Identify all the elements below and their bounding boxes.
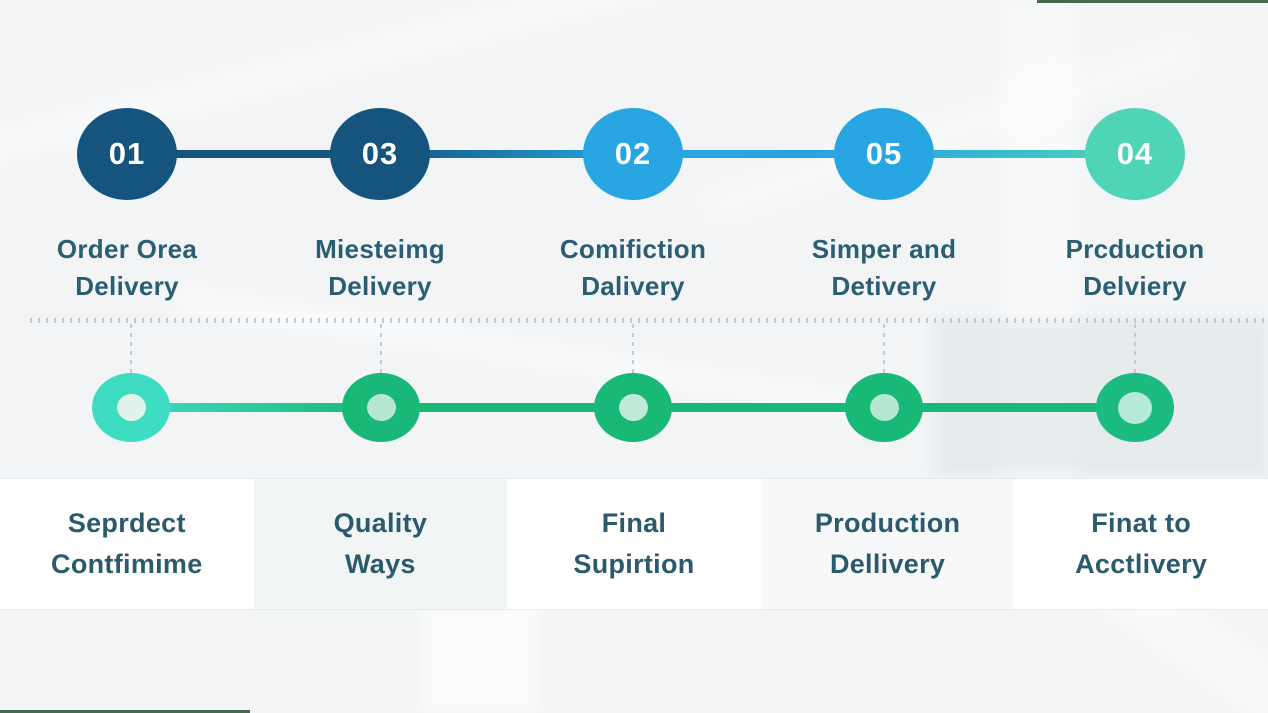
step-circle-05: 05: [834, 108, 934, 200]
step-label-line1: Miesteimg: [315, 234, 445, 264]
step-label: Prcduction Delviery: [1010, 231, 1260, 305]
step-label-line2: Delivery: [328, 271, 432, 301]
step-label: Miesteimg Delivery: [255, 231, 505, 305]
timeline-dot-core: [366, 394, 396, 421]
step-circle-03: 03: [330, 108, 430, 200]
band-column-1: Seprdect Contfimime: [0, 479, 254, 609]
dotted-separator-line: [30, 318, 1268, 323]
step-label-line2: Dalivery: [581, 271, 685, 301]
step-circle-01: 01: [77, 108, 177, 200]
timeline-dot-1: [92, 373, 170, 442]
step-number: 03: [361, 136, 399, 171]
bottom-label-band: Seprdect Contfimime Quality Ways Final S…: [0, 478, 1268, 610]
step-circle-02: 02: [583, 108, 683, 200]
connector-segment-4: [884, 150, 1135, 158]
step-label-line2: Delivery: [75, 271, 179, 301]
timeline-dot-5: [1096, 373, 1174, 442]
band-label: Final Supirtion: [573, 503, 694, 585]
timeline-dot-4: [845, 373, 923, 442]
step-label-line2: Detivery: [831, 271, 937, 301]
band-label-line2: Dellivery: [829, 549, 946, 579]
band-label-line2: Supirtion: [573, 549, 695, 579]
timeline-dot-core: [869, 394, 899, 421]
timeline-dot-core: [618, 394, 648, 421]
dashed-dropline: [632, 324, 634, 378]
band-label-line2: Acctlivery: [1075, 549, 1208, 579]
band-column-2: Quality Ways: [253, 479, 508, 609]
step-label-line1: Order Orea: [56, 234, 198, 264]
connector-segment-1: [127, 150, 380, 158]
accent-strip-top-right: [1037, 0, 1268, 3]
band-label: Quality Ways: [334, 503, 428, 585]
dashed-dropline: [1134, 324, 1136, 378]
step-label-line1: Prcduction: [1065, 234, 1205, 264]
timeline-dot-3: [594, 373, 672, 442]
band-label: Seprdect Contfimime: [51, 503, 203, 585]
band-column-4: Production Dellivery: [760, 479, 1015, 609]
background-streak: [420, 600, 540, 713]
band-label-line2: Ways: [345, 549, 416, 579]
band-column-3: Final Supirtion: [507, 479, 761, 609]
step-label: Order Orea Delivery: [2, 231, 252, 305]
step-number: 04: [1116, 136, 1154, 171]
band-column-5: Finat to Acctlivery: [1014, 479, 1268, 609]
band-label-line2: Contfimime: [51, 549, 203, 579]
band-label-line1: Final: [601, 508, 667, 538]
connector-segment-2: [380, 150, 633, 158]
band-label-line1: Seprdect: [67, 508, 186, 538]
step-label-line2: Delviery: [1083, 271, 1187, 301]
step-number: 05: [865, 136, 903, 171]
timeline-dot-2: [342, 373, 420, 442]
step-label-line1: Simper and: [811, 234, 957, 264]
timeline-dot-core: [116, 394, 146, 421]
step-label: Comifiction Dalivery: [508, 231, 758, 305]
step-label-line1: Comifiction: [559, 234, 707, 264]
dashed-dropline: [883, 324, 885, 378]
band-label-line1: Finat to: [1091, 508, 1192, 538]
connector-segment-3: [633, 150, 884, 158]
dashed-dropline: [380, 324, 382, 378]
timeline-dot-core: [1118, 391, 1152, 424]
dashed-dropline: [130, 324, 132, 378]
band-label-line1: Quality: [333, 508, 428, 538]
step-number: 02: [614, 136, 652, 171]
step-circle-04: 04: [1085, 108, 1185, 200]
band-label: Finat to Acctlivery: [1075, 503, 1207, 585]
band-label: Production Dellivery: [815, 503, 961, 585]
accent-strip-bottom-left: [0, 710, 250, 713]
band-label-line1: Production: [814, 508, 961, 538]
step-label: Simper and Detivery: [759, 231, 1009, 305]
step-number: 01: [108, 136, 146, 171]
